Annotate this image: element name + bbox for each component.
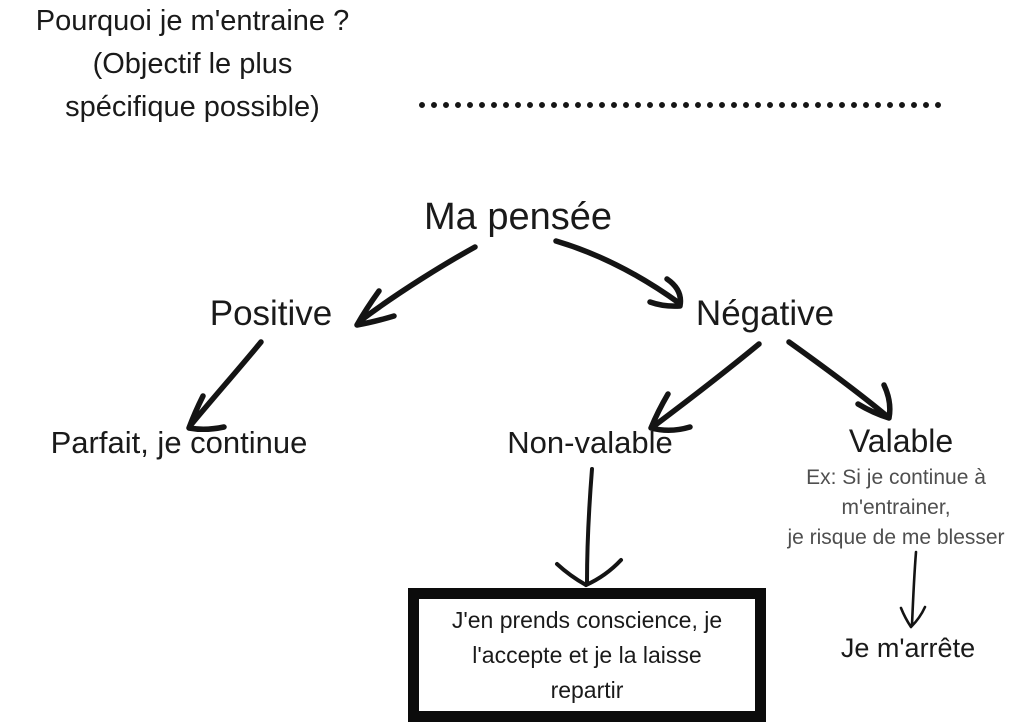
question-line-3: spécifique possible) xyxy=(65,91,320,123)
node-positive: Positive xyxy=(209,294,333,333)
node-ma-pensee: Ma pensée xyxy=(423,196,612,238)
action-box-text: J'en prends conscience, je l'accepte et … xyxy=(451,606,723,703)
node-parfait-je-continue: Parfait, je continue xyxy=(50,425,308,460)
arrow-positive-to-parfait xyxy=(186,339,264,433)
question-block: Pourquoi je m'entraine ? (Objectif le pl… xyxy=(0,0,385,129)
valable-example-line-2: m'entrainer, xyxy=(841,496,951,519)
arrow-valable-to-je-m-arrete xyxy=(899,550,927,629)
answer-blank-line xyxy=(418,101,945,110)
node-non-valable: Non-valable xyxy=(507,425,673,460)
node-valable: Valable xyxy=(848,423,954,459)
node-je-m-arrete: Je m'arrête xyxy=(840,633,976,663)
arrow-non-valable-to-action-box xyxy=(555,467,623,587)
question-line-2: (Objectif le plus xyxy=(92,48,293,80)
question-line-1: Pourquoi je m'entraine ? xyxy=(35,5,350,37)
arrow-negative-to-non-valable xyxy=(648,341,762,433)
node-negative: Négative xyxy=(695,294,835,333)
valable-example: Ex: Si je continue à m'entrainer, je ris… xyxy=(768,463,1024,553)
valable-example-line-3: je risque de me blesser xyxy=(787,526,1005,549)
action-box: J'en prends conscience, je l'accepte et … xyxy=(408,588,766,722)
arrow-negative-to-valable xyxy=(786,339,893,421)
valable-example-line-1: Ex: Si je continue à xyxy=(806,466,986,489)
